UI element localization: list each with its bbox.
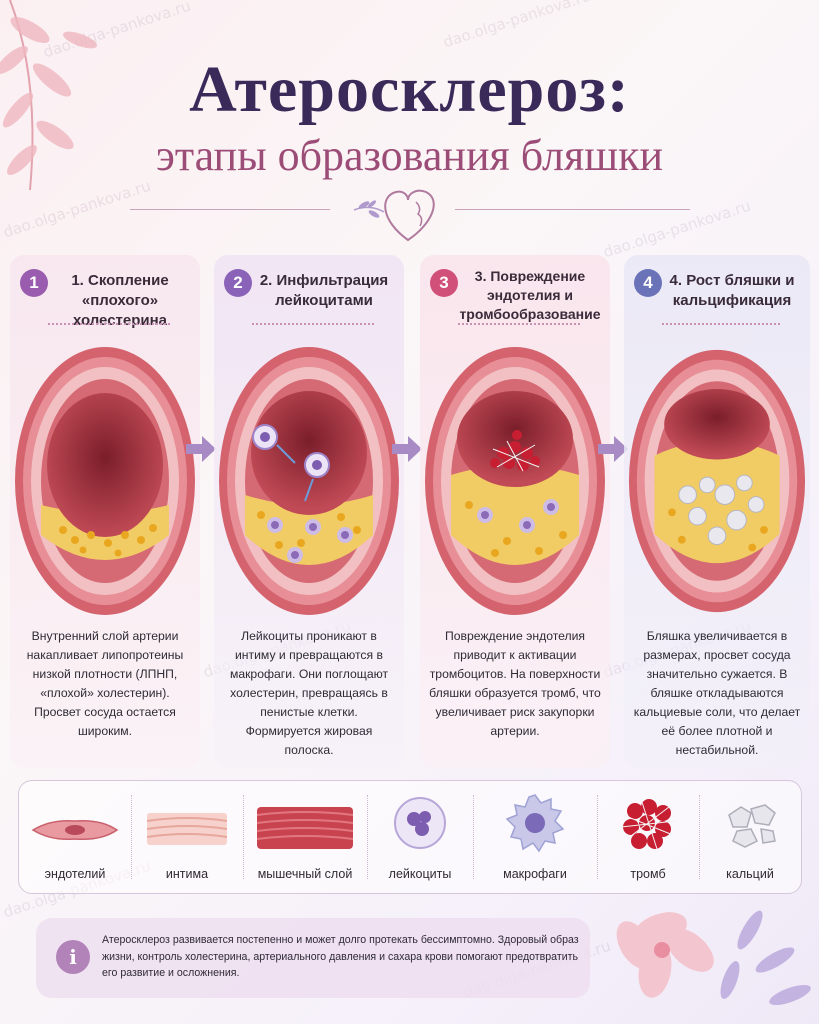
legend-separator <box>243 795 244 879</box>
dotted-divider <box>252 323 374 325</box>
stage-3-card: 3 3. Повреждение эндотелия и тромбообраз… <box>420 255 610 768</box>
stage-4-card: 4 4. Рост бляшки и кальцификация Бляшка … <box>624 255 810 768</box>
page-title: Атеросклероз: <box>189 53 630 126</box>
stage-1-card: 1 1. Скопление «плохого» холестерина Вну… <box>10 255 200 768</box>
legend-separator <box>131 795 132 879</box>
arrow-right-icon <box>392 436 422 462</box>
legend-item-leukocytes: лейкоциты <box>367 781 473 893</box>
info-icon: i <box>56 940 90 974</box>
legend-item-macrophages: макрофаги <box>473 781 597 893</box>
stage-description: Лейкоциты проникают в интиму и превращаю… <box>229 629 389 757</box>
legend-item-muscle: мышечный слой <box>243 781 367 893</box>
legend-label: макрофаги <box>503 867 567 881</box>
legend-label: тромб <box>630 867 666 881</box>
artery-cross-section-stage-3 <box>425 347 605 615</box>
info-box: i Атеросклероз развивается постепенно и … <box>36 918 590 998</box>
muscle-layer-icon <box>257 807 353 849</box>
legend-item-endothelium: эндотелий <box>19 781 131 893</box>
legend-label: кальций <box>726 867 774 881</box>
heart-profile-icon <box>353 189 435 242</box>
leukocyte-icon <box>394 797 446 849</box>
stage-description: Внутренний слой артерии накапливает липо… <box>26 629 184 738</box>
watermark: dao.olga-pankova.ru <box>440 0 593 52</box>
legend-item-intima: интима <box>131 781 243 893</box>
dotted-divider <box>48 323 170 325</box>
dotted-divider <box>662 323 780 325</box>
stage-title: 1. Скопление «плохого» холестерина <box>71 272 169 329</box>
legend-label: мышечный слой <box>257 867 353 881</box>
stage-2-card: 2 2. Инфильтрация лейкоцитами Лейкоциты … <box>214 255 404 768</box>
page-subtitle: этапы образования бляшки <box>155 131 664 180</box>
legend-separator <box>597 795 598 879</box>
legend-item-calcium: кальций <box>699 781 801 893</box>
stage-number-badge: 1 <box>20 269 48 297</box>
stage-title: 2. Инфильтрация лейкоцитами <box>259 272 389 309</box>
endothelium-cell-icon <box>31 819 119 841</box>
thrombus-icon <box>620 798 676 850</box>
legend-separator <box>699 795 700 879</box>
artery-cross-section-stage-4 <box>628 349 806 613</box>
legend-panel: эндотелий интима мышечный слой лейкоциты… <box>18 780 802 894</box>
legend-label: лейкоциты <box>388 867 452 881</box>
arrow-right-icon <box>598 436 628 462</box>
divider-left <box>130 209 330 210</box>
arrow-right-icon <box>186 436 216 462</box>
legend-separator <box>367 795 368 879</box>
stage-description: Повреждение эндотелия приводит к активац… <box>429 629 601 738</box>
dotted-divider <box>458 323 580 325</box>
flower-decoration <box>616 910 811 1005</box>
stage-number-badge: 2 <box>224 269 252 297</box>
floral-branch-decoration <box>0 0 98 191</box>
stage-number-badge: 3 <box>430 269 458 297</box>
legend-item-thrombus: тромб <box>597 781 699 893</box>
intima-layer-icon <box>147 813 227 845</box>
info-text: Атеросклероз развивается постепенно и мо… <box>102 934 579 979</box>
artery-cross-section-stage-2 <box>219 347 399 615</box>
artery-cross-section-stage-1 <box>15 347 195 615</box>
watermark: dao.olga-pankova.ru <box>600 196 753 262</box>
legend-separator <box>473 795 474 879</box>
stage-title: 3. Повреждение эндотелия и тромбообразов… <box>459 268 601 322</box>
stage-title: 4. Рост бляшки и кальцификация <box>669 272 795 309</box>
stage-description: Бляшка увеличивается в размерах, просвет… <box>633 629 801 757</box>
macrophage-icon <box>505 794 565 853</box>
stage-number-badge: 4 <box>634 269 662 297</box>
legend-label: интима <box>165 867 209 881</box>
divider-right <box>455 209 690 210</box>
calcium-icon <box>728 804 776 848</box>
legend-label: эндотелий <box>44 867 106 881</box>
